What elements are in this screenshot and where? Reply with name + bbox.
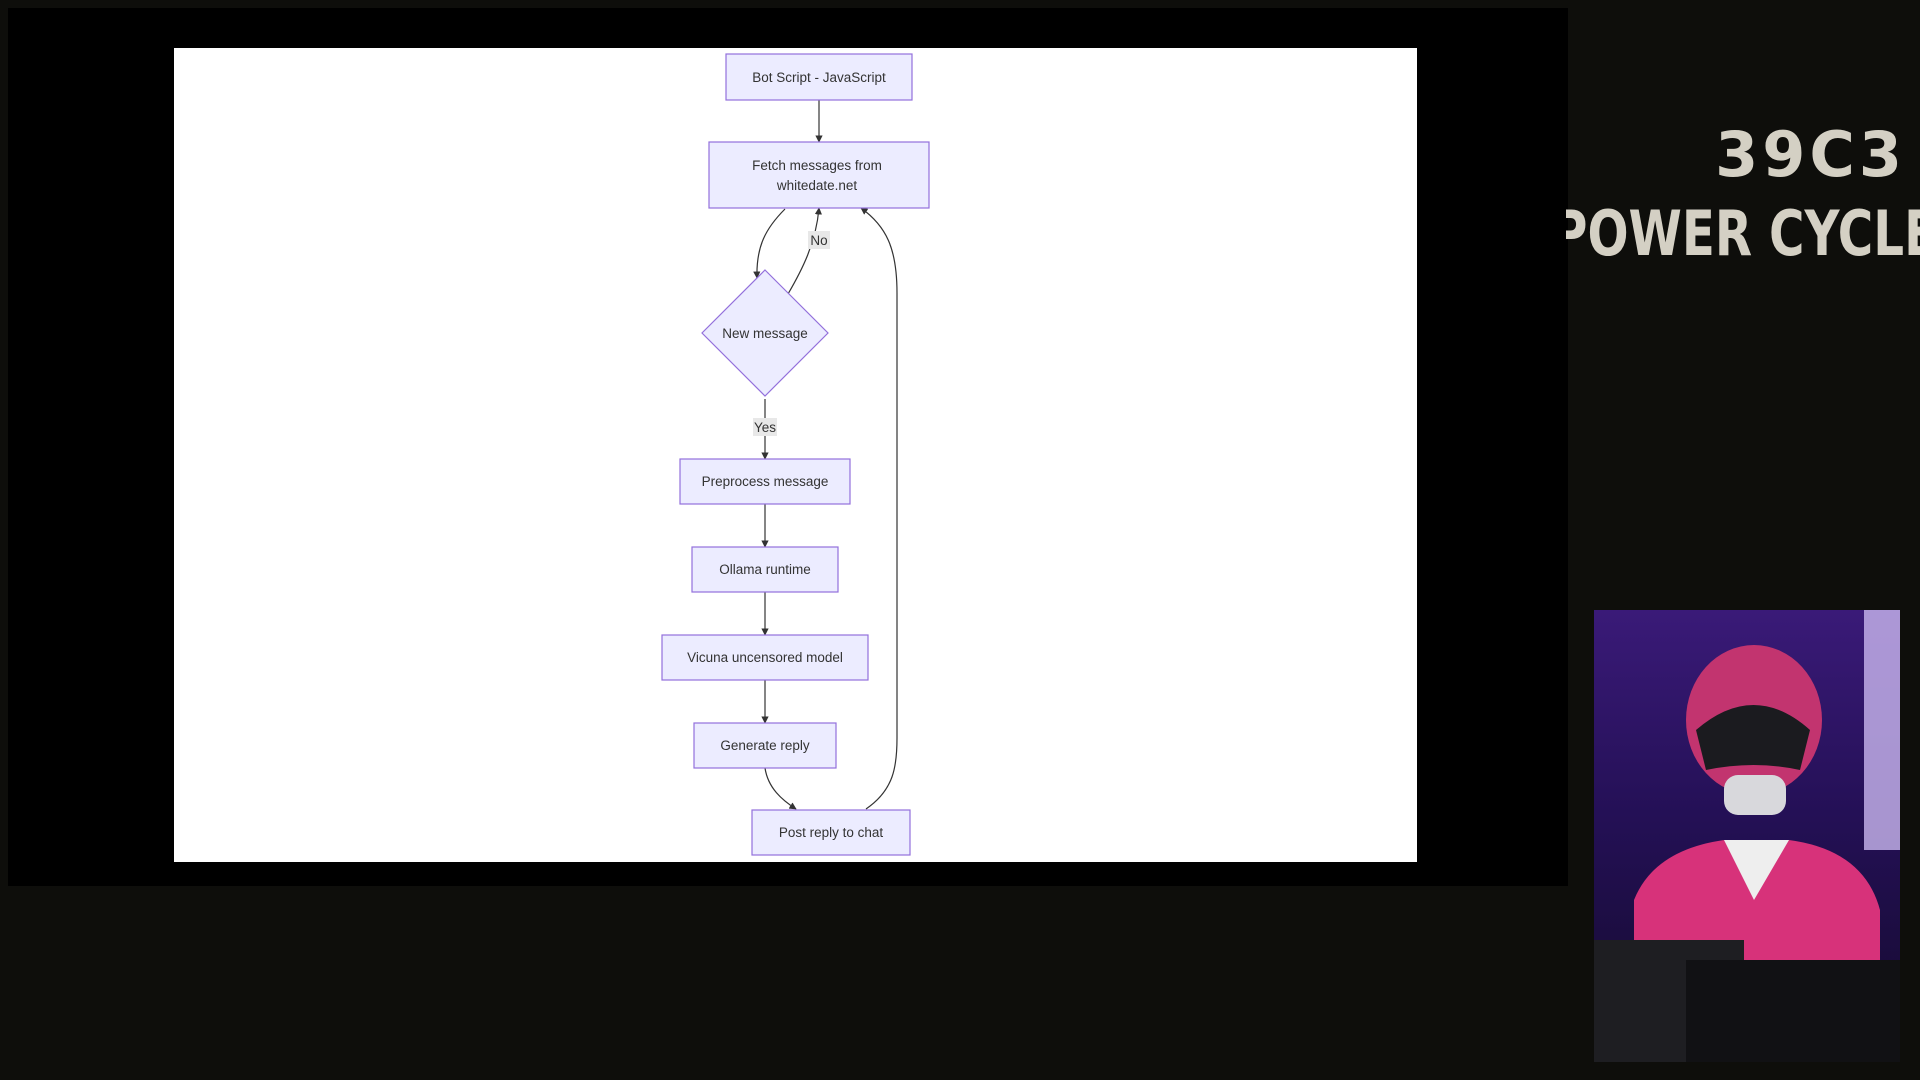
svg-text:Ollama runtime: Ollama runtime [719, 562, 811, 577]
edge-no-loop [787, 207, 823, 295]
svg-text:Preprocess message: Preprocess message [702, 474, 829, 489]
svg-text:Fetch messages from: Fetch messages from [752, 158, 882, 173]
svg-text:whitedate.net: whitedate.net [776, 178, 858, 193]
speaker-figure [1594, 610, 1900, 1062]
node-ollama-runtime: Ollama runtime [691, 546, 839, 593]
svg-text:New message: New message [722, 326, 808, 341]
speaker-video [1594, 610, 1900, 1062]
node-fetch-messages: Fetch messages from whitedate.net [708, 141, 930, 209]
edge-post-loop-back [860, 207, 898, 810]
edge-fetch-to-decision [753, 208, 786, 279]
node-post-reply: Post reply to chat [751, 809, 911, 856]
svg-text:Bot Script - JavaScript: Bot Script - JavaScript [752, 70, 886, 85]
svg-text:Yes: Yes [754, 420, 776, 435]
node-new-message-decision: New message [701, 269, 829, 397]
svg-text:Generate reply: Generate reply [720, 738, 810, 753]
event-code: 39C3 [1715, 120, 1906, 191]
presentation-slide: No Yes Bot Script - JavaScript Fetch mes… [174, 48, 1417, 862]
node-preprocess-message: Preprocess message [679, 458, 851, 505]
event-title: POWER CYCLES [1566, 197, 1920, 270]
node-bot-script: Bot Script - JavaScript [725, 53, 913, 101]
svg-text:No: No [810, 233, 827, 248]
flowchart: No Yes Bot Script - JavaScript Fetch mes… [661, 53, 930, 856]
edge-label-no: No [808, 231, 830, 249]
node-generate-reply: Generate reply [693, 722, 837, 769]
node-vicuna-model: Vicuna uncensored model [661, 634, 869, 681]
event-branding: 39C3 POWER CYCLES [1566, 120, 1920, 280]
edge-generate-to-post [764, 767, 797, 810]
edge-label-yes: Yes [753, 418, 777, 436]
svg-text:Post reply to chat: Post reply to chat [779, 825, 884, 840]
svg-text:Vicuna uncensored model: Vicuna uncensored model [687, 650, 843, 665]
slide-frame: No Yes Bot Script - JavaScript Fetch mes… [8, 8, 1568, 886]
